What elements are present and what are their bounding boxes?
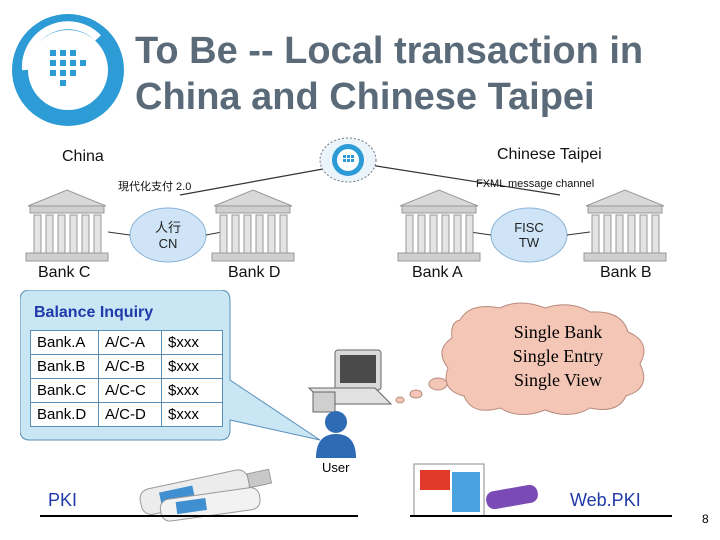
table-cell: $xxx <box>161 378 223 403</box>
bank-building-icon <box>396 188 482 271</box>
region-china: China <box>62 148 104 165</box>
line-hub-tw <box>369 164 561 196</box>
table-cell: $xxx <box>161 402 223 427</box>
table-cell: Bank.B <box>30 354 99 379</box>
pki-underline <box>40 515 358 517</box>
thought-line-1: Single Bank <box>513 322 603 342</box>
thought-cloud <box>395 302 645 415</box>
table-row: Bank.B A/C-B $xxx <box>30 354 223 379</box>
balance-title: Balance Inquiry <box>34 304 154 321</box>
web-pki-label: Web.PKI <box>570 490 641 510</box>
thought-line-3: Single View <box>513 370 603 390</box>
cn-hub-line1: 人行 <box>154 220 181 235</box>
bank-label: Bank A <box>412 264 463 281</box>
table-cell: Bank.A <box>30 330 99 355</box>
table-row: Bank.A A/C-A $xxx <box>30 330 223 355</box>
network-hub-icon <box>318 135 378 185</box>
usb-token-icon <box>130 462 290 527</box>
bank-building-icon <box>582 188 668 271</box>
table-cell: A/C-B <box>98 354 162 379</box>
logo-icon <box>12 14 124 126</box>
table-row: Bank.D A/C-D $xxx <box>30 402 223 427</box>
cn-hub-line2: CN <box>158 236 178 251</box>
table-cell: A/C-A <box>98 330 162 355</box>
user-label: User <box>322 460 350 475</box>
title-line-2: China and Chinese Taipei <box>135 76 595 118</box>
table-cell: A/C-D <box>98 402 162 427</box>
tw-hub-line2: TW <box>518 235 540 250</box>
computer-icon <box>305 348 395 423</box>
tw-hub-line1: FISC <box>514 220 544 235</box>
card-reader-icon <box>412 462 542 527</box>
cn-hub-label: 人行 CN <box>140 217 196 251</box>
table-cell: $xxx <box>161 330 223 355</box>
bank-label: Bank D <box>228 264 281 281</box>
title-line-1: To Be -- Local transaction in <box>135 30 644 72</box>
logo <box>8 10 128 130</box>
thought-line-2: Single Entry <box>512 346 604 366</box>
channel-left-label: 現代化支付 2.0 <box>118 181 192 193</box>
web-pki-underline <box>410 515 672 517</box>
region-chinese-taipei: Chinese Taipei <box>497 146 602 163</box>
table-cell: $xxx <box>161 354 223 379</box>
bank-label: Bank B <box>600 264 652 281</box>
table-cell: Bank.C <box>30 378 99 403</box>
thought-text: Single Bank Single Entry Single View <box>468 320 648 392</box>
pki-label: PKI <box>48 490 78 510</box>
bank-label: Bank C <box>38 264 91 281</box>
channel-right-label: FXML message channel <box>476 178 595 190</box>
table-cell: Bank.D <box>30 402 99 427</box>
user-icon <box>312 408 360 465</box>
bank-building-icon <box>24 188 110 271</box>
table-cell: A/C-C <box>98 378 162 403</box>
bank-building-icon <box>210 188 296 271</box>
line-cn-hub <box>179 164 346 196</box>
tw-hub-label: FISC TW <box>501 220 557 250</box>
slide-title: To Be -- Local transaction in China and … <box>135 28 705 120</box>
page-number: 8 <box>702 512 709 526</box>
balance-table: Bank.A A/C-A $xxx Bank.B A/C-B $xxx Bank… <box>30 330 223 427</box>
table-row: Bank.C A/C-C $xxx <box>30 378 223 403</box>
